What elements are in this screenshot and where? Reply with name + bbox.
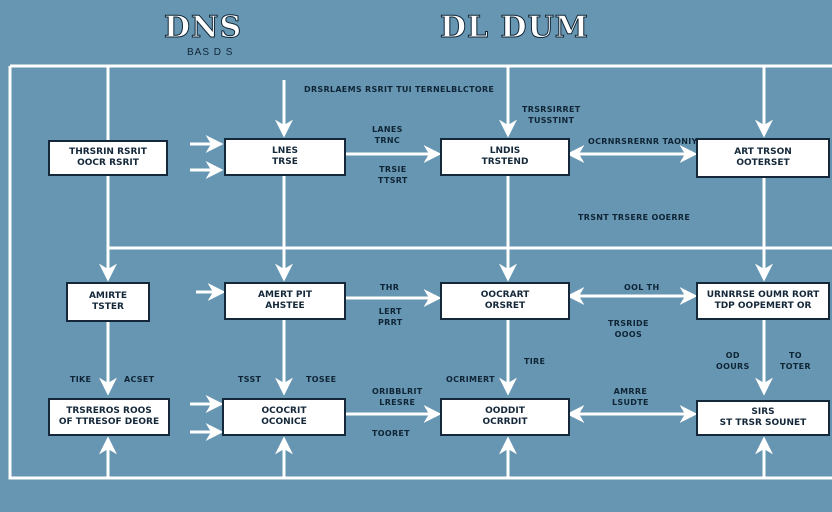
- box-line: AMERT PIT: [258, 290, 312, 300]
- box-r2c2: AMERT PIT AHSTEE: [224, 282, 346, 320]
- box-r1c1: THRSRIN RSRIT OOCR RSRIT: [48, 140, 168, 176]
- label-line: TOTER: [780, 362, 811, 371]
- edge-label: OD OOURS: [716, 350, 750, 372]
- label-line: LERT: [378, 307, 402, 316]
- label-line: TRSIE: [379, 165, 407, 174]
- label-line: TRSRIDE: [608, 319, 649, 328]
- label-line: OOURS: [716, 362, 750, 371]
- box-line: OOCR RSRIT: [77, 158, 139, 168]
- label-line: THR: [380, 283, 400, 292]
- box-line: AHSTEE: [265, 301, 305, 311]
- box-line: LNDIS: [489, 146, 521, 156]
- edge-label: TOORET: [372, 429, 410, 438]
- box-line: OODDIT: [485, 406, 525, 416]
- edge-label: OCRIMERT: [446, 375, 495, 384]
- box-r2c4: URNRRSE OUMR RORT TDP OOPEMERT OR: [696, 282, 830, 320]
- edge-label: AMRRE LSUDTE: [612, 386, 649, 408]
- box-r2c1: AMIRTE TSTER: [66, 282, 150, 322]
- edge-label: OCRNRSRERNR TAONIY: [588, 137, 698, 146]
- label-line: OOOS: [614, 330, 643, 339]
- top-banner-label: DRSRLAEMS RSRIT TUI TERNELBLCTORE: [304, 85, 495, 94]
- box-line: URNRRSE OUMR RORT: [706, 290, 820, 300]
- edge-label: TOSEE: [306, 375, 337, 384]
- box-line: OF TTRESOF DEORE: [58, 417, 160, 427]
- label-line: TO: [788, 351, 802, 360]
- edge-label: ORIBBLRIT LRESRE: [372, 386, 423, 408]
- edge-label: OOL TH: [624, 283, 660, 292]
- box-line: OCOCRIT: [261, 406, 307, 416]
- label-line: TUSSTINT: [528, 116, 575, 125]
- box-line: TRSREROS ROOS: [66, 406, 152, 416]
- label-line: TTSRT: [378, 176, 408, 185]
- box-r2c3: OOCRART ORSRET: [440, 282, 570, 320]
- label-line: ORIBBLRIT: [372, 387, 423, 396]
- edge-label: TO TOTER: [780, 350, 811, 372]
- edge-label: TRSRIDE OOOS: [608, 318, 649, 340]
- left-title: DNS: [163, 10, 243, 46]
- edge-label: TIKE: [70, 375, 92, 384]
- box-line: THRSRIN RSRIT: [69, 147, 147, 157]
- box-r3c2: OCOCRIT OCONICE: [222, 398, 346, 436]
- label-line: LSUDTE: [612, 398, 649, 407]
- edge-label: TRSNT TRSERE OOERRE: [578, 213, 691, 222]
- right-title: DL DUM: [440, 10, 589, 46]
- box-r3c1: TRSREROS ROOS OF TTRESOF DEORE: [48, 398, 170, 436]
- box-line: TRSE: [272, 157, 298, 167]
- box-line: OOCRART: [480, 290, 530, 300]
- box-r3c4: SIRS ST TRSR SOUNET: [696, 400, 830, 436]
- edge-label: ACSET: [124, 375, 155, 384]
- left-subtitle: BAS D S: [187, 47, 234, 58]
- edge-label: TIRE: [524, 357, 546, 366]
- edge-label: TSST: [238, 375, 262, 384]
- box-line: AMIRTE: [88, 291, 128, 301]
- label-line: PRRT: [378, 318, 403, 327]
- box-r1c2: LNES TRSE: [224, 138, 346, 176]
- edge-label: TRSRSIRRET TUSSTINT: [522, 104, 581, 126]
- edge-label: TRSIE TTSRT: [378, 164, 408, 186]
- edge-label: THR: [380, 282, 399, 293]
- box-line: ART TRSON: [734, 147, 792, 157]
- box-r1c3: LNDIS TRSTEND: [440, 138, 570, 176]
- box-r3c3: OODDIT OCRRDIT: [440, 398, 570, 436]
- edge-label: LERT PRRT: [378, 306, 402, 328]
- box-line: TSTER: [92, 302, 124, 312]
- box-line: TDP OOPEMERT OR: [714, 301, 812, 311]
- box-line: OCONICE: [261, 417, 307, 427]
- label-line: AMRRE: [613, 387, 648, 396]
- label-line: LANES: [372, 125, 403, 134]
- box-line: OOTERSET: [736, 158, 790, 168]
- box-line: OCRRDIT: [482, 417, 528, 427]
- box-line: ST TRSR SOUNET: [719, 418, 807, 428]
- edge-label: LANES TRNC: [372, 124, 403, 146]
- box-r1c4: ART TRSON OOTERSET: [696, 138, 830, 178]
- label-line: TRSRSIRRET: [522, 105, 581, 114]
- label-line: LRESRE: [379, 398, 416, 407]
- box-line: LNES: [272, 146, 298, 156]
- box-line: TRSTEND: [481, 157, 529, 167]
- box-line: SIRS: [751, 407, 775, 417]
- box-line: ORSRET: [484, 301, 526, 311]
- label-line: OD: [725, 351, 740, 360]
- label-line: TRNC: [374, 136, 401, 145]
